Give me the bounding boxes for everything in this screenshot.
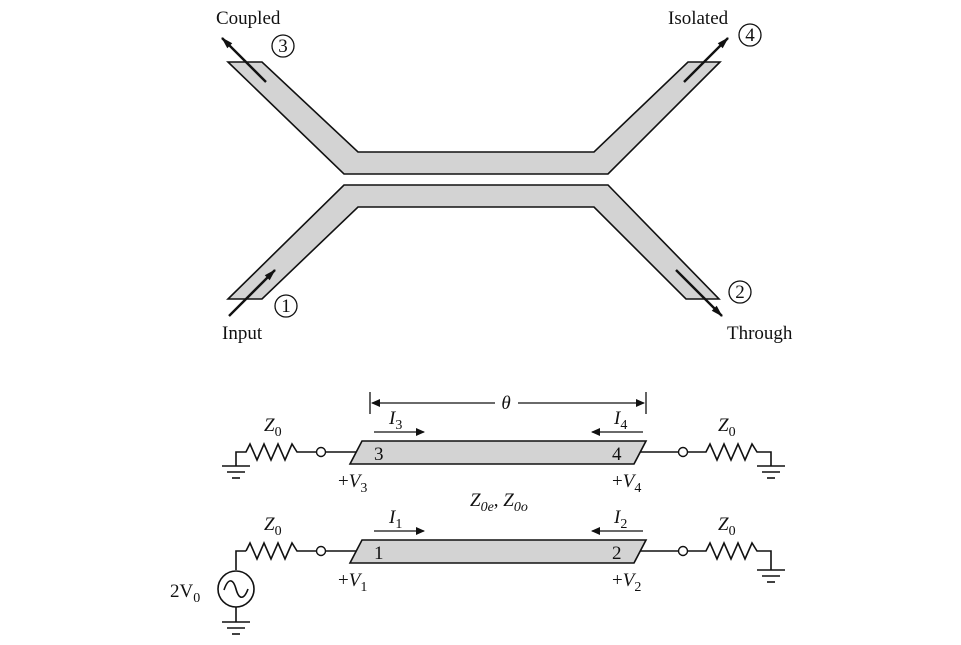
terminal-left-bottom bbox=[315, 545, 327, 557]
source-label: 2V0 bbox=[170, 581, 200, 606]
through-label: Through bbox=[727, 323, 793, 344]
current-label-4: I4 bbox=[613, 408, 627, 433]
ground-right-top bbox=[757, 465, 785, 479]
strip-label-2: 2 bbox=[612, 543, 622, 564]
isolated-label: Isolated bbox=[668, 8, 729, 29]
termination-right-bottom bbox=[640, 541, 785, 583]
voltage-label-4: +V4 bbox=[612, 471, 641, 496]
termination-right-top bbox=[640, 442, 785, 479]
even-odd-impedance-label: Z0e, Z0o bbox=[470, 490, 528, 515]
z0-label-right-bottom: Z0 bbox=[718, 514, 736, 539]
terminal-left-top bbox=[315, 446, 327, 458]
upper-strip bbox=[226, 61, 722, 175]
port-2-number: 2 bbox=[735, 282, 745, 303]
theta-label: θ bbox=[501, 393, 510, 414]
strip-label-1: 1 bbox=[374, 543, 384, 564]
input-label: Input bbox=[222, 323, 263, 344]
terminal-right-bottom bbox=[677, 545, 689, 557]
top-coupler-layout: Coupled Isolated Input Through 3 4 1 2 bbox=[216, 8, 793, 344]
lower-line-1-2 bbox=[348, 539, 648, 564]
upper-line-3-4 bbox=[348, 440, 648, 465]
resistor-left-bottom bbox=[245, 541, 316, 561]
theta-dimension: θ bbox=[369, 392, 647, 414]
ground-left-top bbox=[222, 465, 250, 479]
termination-left-top bbox=[222, 442, 356, 479]
port-3-marker: 3 bbox=[271, 34, 295, 58]
port-2-marker: 2 bbox=[728, 280, 752, 304]
current-label-3: I3 bbox=[388, 408, 402, 433]
equivalent-circuit: θ 3 4 1 2 bbox=[170, 392, 785, 635]
z0-label-right-top: Z0 bbox=[718, 415, 736, 440]
strip-label-4: 4 bbox=[612, 444, 622, 465]
current-label-1: I1 bbox=[388, 507, 402, 532]
voltage-label-2: +V2 bbox=[612, 570, 641, 595]
port-4-number: 4 bbox=[745, 25, 755, 46]
input-arrow bbox=[228, 269, 276, 317]
source-branch-left-bottom bbox=[217, 541, 356, 635]
ground-right-bottom bbox=[757, 569, 785, 583]
port-1-number: 1 bbox=[281, 296, 291, 317]
resistor-left-top bbox=[235, 442, 316, 466]
lower-strip bbox=[226, 184, 721, 300]
ac-source-sine-icon bbox=[223, 580, 249, 599]
port-4-marker: 4 bbox=[738, 23, 762, 47]
ground-left-bottom bbox=[222, 621, 250, 635]
z0-label-left-top: Z0 bbox=[264, 415, 282, 440]
port-1-marker: 1 bbox=[274, 294, 298, 318]
coupled-label: Coupled bbox=[216, 8, 281, 29]
terminal-right-top bbox=[677, 446, 689, 458]
resistor-right-bottom bbox=[688, 541, 772, 570]
voltage-label-3: +V3 bbox=[338, 471, 367, 496]
z0-label-left-bottom: Z0 bbox=[264, 514, 282, 539]
current-label-2: I2 bbox=[613, 507, 627, 532]
through-arrow bbox=[675, 269, 723, 317]
coupled-arrow bbox=[221, 37, 267, 83]
isolated-arrow bbox=[683, 37, 729, 83]
port-3-number: 3 bbox=[278, 36, 288, 57]
strip-label-3: 3 bbox=[374, 444, 384, 465]
resistor-right-top bbox=[688, 442, 772, 466]
voltage-label-1: +V1 bbox=[338, 570, 367, 595]
